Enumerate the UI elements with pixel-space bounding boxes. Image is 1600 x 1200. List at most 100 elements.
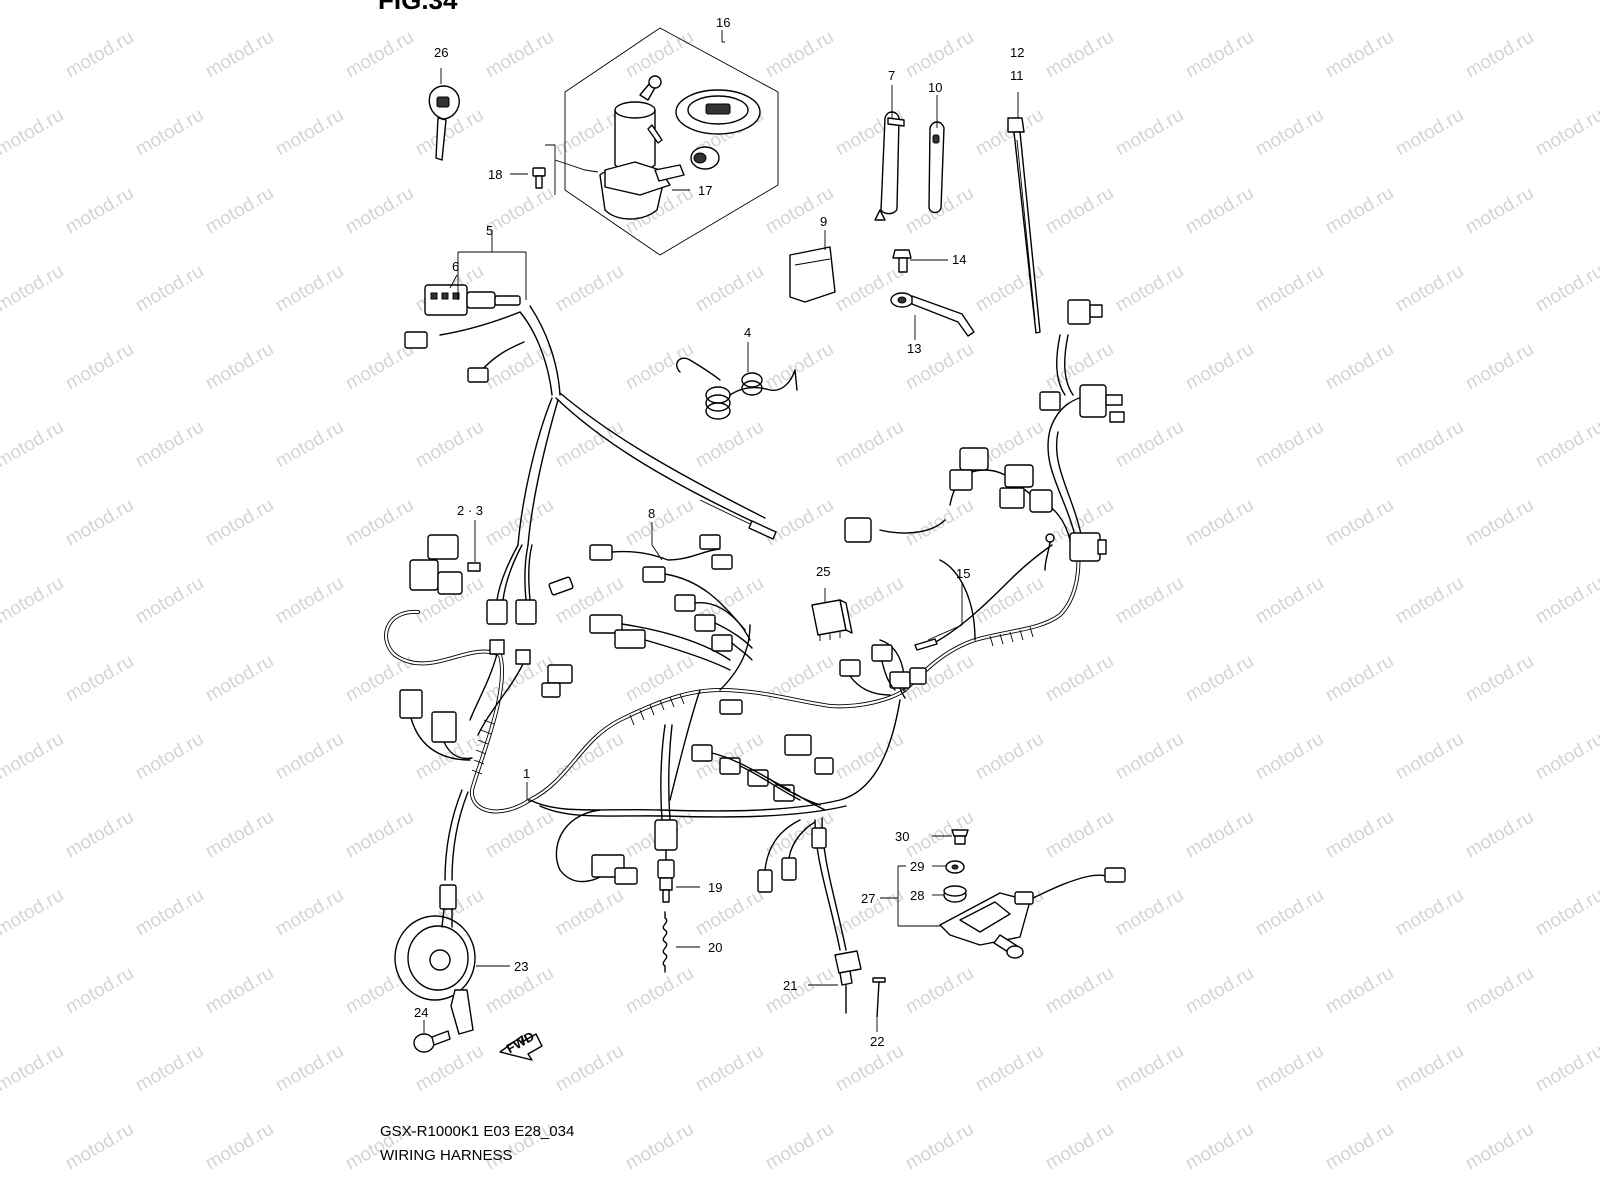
watermark-text: motod.ru [832,417,907,473]
watermark-text: motod.ru [1252,729,1327,785]
watermark-text: motod.ru [482,495,557,551]
callout-8: 8 [648,506,655,521]
watermark-text: motod.ru [1252,261,1327,317]
watermark-text: motod.ru [1462,651,1537,707]
callout-30: 30 [895,829,909,844]
watermark-text: motod.ru [62,807,137,863]
part-21-22-sensor [834,950,886,1018]
watermark-text: motod.ru [622,1119,697,1175]
watermark-text: motod.ru [272,105,347,161]
part-23-horn [394,884,476,1035]
watermark-text: motod.ru [1532,729,1600,785]
watermark-text: motod.ru [132,261,207,317]
caption-name: WIRING HARNESS [380,1147,513,1164]
callout-10: 10 [928,80,942,95]
watermark-text: motod.ru [972,729,1047,785]
watermark-text: motod.ru [1532,261,1600,317]
watermark-text: motod.ru [412,417,487,473]
watermark-text: motod.ru [1112,261,1187,317]
callout-26: 26 [434,45,448,60]
watermark-text: motod.ru [272,1041,347,1097]
watermark-text: motod.ru [272,0,347,4]
watermark-text: motod.ru [1182,963,1257,1019]
watermark-text: motod.ru [552,417,627,473]
watermark-text: motod.ru [832,729,907,785]
watermark-text: motod.ru [972,1041,1047,1097]
watermark-text: motod.ru [1182,807,1257,863]
watermark-text: motod.ru [902,963,977,1019]
watermark-text: motod.ru [62,495,137,551]
watermark-text: motod.ru [1112,1041,1187,1097]
callout-5: 5 [486,223,493,238]
watermark-text: motod.ru [62,183,137,239]
watermark-text: motod.ru [1462,495,1537,551]
leader-lines [423,30,1019,1033]
watermark-text: motod.ru [1182,651,1257,707]
watermark-text: motod.ru [1392,1041,1467,1097]
watermark-text: motod.ru [1532,573,1600,629]
watermark-text: motod.ru [202,27,277,83]
watermark-text: motod.ru [202,339,277,395]
watermark-text: motod.ru [342,27,417,83]
part-19-sensor [657,849,675,903]
watermark-text: motod.ru [202,1119,277,1175]
figure-title: FIG.34 [378,0,458,15]
watermark-text: motod.ru [132,573,207,629]
part-14-bolt [892,249,912,273]
watermark-text: motod.ru [1392,573,1467,629]
callout-1: 1 [523,766,530,781]
watermark-text: motod.ru [1112,0,1187,4]
watermark-text: motod.ru [1322,339,1397,395]
watermark-text: motod.ru [762,183,837,239]
watermark-text: motod.ru [832,261,907,317]
part-26-key [428,85,460,161]
watermark-text: motod.ru [1462,27,1537,83]
watermark-text: motod.ru [1532,885,1600,941]
watermark-text: motod.ru [342,495,417,551]
watermark-text: motod.ru [1322,1119,1397,1175]
callout-13: 13 [907,341,921,356]
watermark-text: motod.ru [1532,105,1600,161]
callout-4: 4 [744,325,751,340]
watermark-text: motod.ru [0,1041,67,1097]
watermark-text: motod.ru [1252,0,1327,4]
watermark-text: motod.ru [342,183,417,239]
watermark-text: motod.ru [762,495,837,551]
watermark-text: motod.ru [132,0,207,4]
callout-23: 23 [514,959,528,974]
watermark-text: motod.ru [1252,417,1327,473]
watermark-text: motod.ru [132,729,207,785]
watermark-text: motod.ru [1252,573,1327,629]
watermark-text: motod.ru [1322,27,1397,83]
watermark-text: motod.ru [132,105,207,161]
watermark-text: motod.ru [272,573,347,629]
watermark-text: motod.ru [482,807,557,863]
callout-2-3: 2 · 3 [457,503,483,518]
watermark-text: motod.ru [1462,1119,1537,1175]
watermark-text: motod.ru [1532,1041,1600,1097]
watermark-text: motod.ru [132,417,207,473]
callout-9: 9 [820,214,827,229]
watermark-text: motod.ru [622,27,697,83]
watermark-text: motod.ru [902,27,977,83]
watermark-text: motod.ru [1462,963,1537,1019]
watermark-text: motod.ru [622,963,697,1019]
callout-11: 11 [1010,68,1024,83]
watermark-text: motod.ru [1112,417,1187,473]
watermark-text: motod.ru [62,1119,137,1175]
watermark-text: motod.ru [622,339,697,395]
watermark-text: motod.ru [972,0,1047,4]
watermark-text: motod.ru [762,339,837,395]
callout-14: 14 [952,252,966,267]
callout-19: 19 [708,880,722,895]
watermark-text: motod.ru [762,651,837,707]
watermark-text: motod.ru [552,885,627,941]
part-13-bracket [890,292,975,337]
watermark-text: motod.ru [1042,651,1117,707]
watermark-text: motod.ru [1322,651,1397,707]
watermark-text: motod.ru [902,1119,977,1175]
watermark-text: motod.ru [62,651,137,707]
watermark-text: motod.ru [1462,183,1537,239]
watermark-text: motod.ru [482,183,557,239]
